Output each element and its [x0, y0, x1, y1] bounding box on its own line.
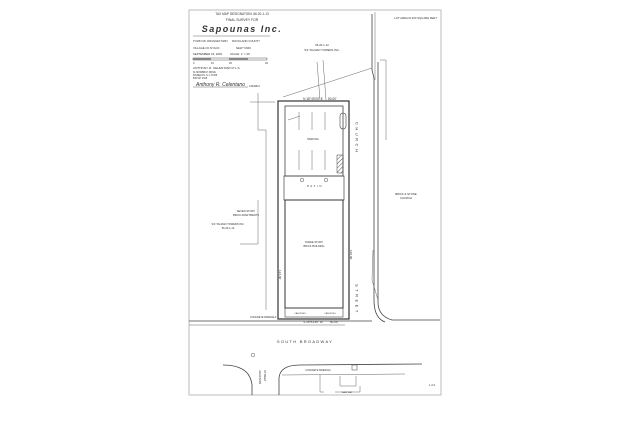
scale-bar: 0 10 20 40: [192, 57, 268, 65]
svg-text:PARKING: PARKING: [307, 137, 318, 141]
church-street: CHURCH STREET: [355, 12, 440, 323]
svg-text:CHURCH: CHURCH: [355, 122, 360, 154]
svg-text:CONCRETE SIDEWALK: CONCRETE SIDEWALK: [250, 316, 277, 319]
svg-text:CONCRETE SIDEWALK: CONCRETE SIDEWALK: [305, 369, 331, 372]
adjacent-west-outline: [240, 93, 275, 310]
tax-map: TAX MAP DESIGNATION: 66.20-1-13: [215, 12, 269, 16]
svg-text:845 627 2318: 845 627 2318: [193, 78, 208, 80]
svg-text:BRICK & STONE: BRICK & STONE: [395, 192, 417, 196]
svg-text:40: 40: [265, 61, 268, 65]
svg-text:S/F TALMAN TOWERS INC.: S/F TALMAN TOWERS INC.: [212, 222, 245, 226]
village: VILLAGE OF NYACK: [193, 46, 220, 50]
reference-line: [282, 67, 373, 98]
svg-text:124.00': 124.00': [278, 270, 282, 280]
svg-text:S/F TALMAN TOWERS INC.: S/F TALMAN TOWERS INC.: [304, 48, 340, 52]
svg-text:10: 10: [211, 61, 214, 65]
scale: SCALE: 1" = 20': [230, 52, 251, 56]
client-name: Sapounas Inc.: [202, 24, 283, 34]
svg-text:N 18°49'00" E: N 18°49'00" E: [303, 97, 323, 101]
date: SEPTEMBER 18, 2009: [193, 52, 222, 56]
svg-text:0: 0: [193, 61, 195, 65]
svg-text:JACKSON: JACKSON: [258, 370, 262, 384]
svg-text:LS#49621: LS#49621: [249, 85, 261, 88]
svg-text:100.00': 100.00': [349, 250, 353, 260]
title-block: TAX MAP DESIGNATION: 66.20-1-13 FINAL SU…: [192, 12, 283, 88]
signature: Anthony R. Celentano: [195, 82, 245, 88]
svg-text:STREET: STREET: [355, 284, 360, 315]
property-lot: N 18°49'00" E 50.00' S 18°53'46" W 50.00…: [277, 97, 353, 324]
svg-text:20: 20: [229, 61, 232, 65]
svg-text:SOUTH BROADWAY: SOUTH BROADWAY: [277, 339, 333, 344]
three-story-building: THREE STORY BRICK BUILDING CANOPIES CANO…: [284, 199, 344, 318]
town: TOWN OF ORANGETOWN: [193, 39, 228, 43]
svg-text:50.00': 50.00': [330, 320, 339, 324]
svg-text:WALK WAY: WALK WAY: [342, 391, 353, 394]
svg-text:BRICK APARTMENTS: BRICK APARTMENTS: [233, 213, 259, 217]
svg-text:50.00': 50.00': [328, 97, 337, 101]
south-broadway: SOUTH BROADWAY JACKSON STREET CONCRETE S…: [189, 320, 436, 395]
svg-text:S 18°53'46" W: S 18°53'46" W: [303, 320, 323, 324]
svg-text:PATIO: PATIO: [307, 184, 323, 188]
surveyor: ANTHONY R. CELENTANO P.L.S.: [193, 66, 241, 70]
svg-text:CHURCH: CHURCH: [400, 196, 412, 200]
svg-text:66.20-1-12: 66.20-1-12: [315, 43, 329, 47]
svg-text:31 MOWBRAY DRIVE: 31 MOWBRAY DRIVE: [193, 71, 216, 74]
svg-text:KINNELON, N.J. 07405: KINNELON, N.J. 07405: [193, 75, 218, 77]
svg-text:SEVEN STORY: SEVEN STORY: [237, 209, 256, 213]
svg-text:STREET: STREET: [263, 370, 267, 382]
svg-text:CANOPIES: CANOPIES: [324, 312, 336, 315]
survey-label: FINAL SURVEY FOR: [226, 18, 259, 22]
svg-text:THREE STORY: THREE STORY: [305, 240, 324, 244]
state: NEW YORK: [236, 46, 251, 50]
svg-text:BRICK BUILDING: BRICK BUILDING: [304, 244, 325, 248]
page-border: [188, 9, 442, 396]
page-number: 1 of 1: [429, 383, 436, 387]
county: ROCKLAND COUNTY: [232, 39, 260, 43]
svg-text:66.20-1-12: 66.20-1-12: [222, 226, 235, 230]
lot-area: LOT AREA=6,200 SQUARE FEET: [394, 16, 437, 20]
svg-text:CANOPIES: CANOPIES: [294, 312, 306, 315]
